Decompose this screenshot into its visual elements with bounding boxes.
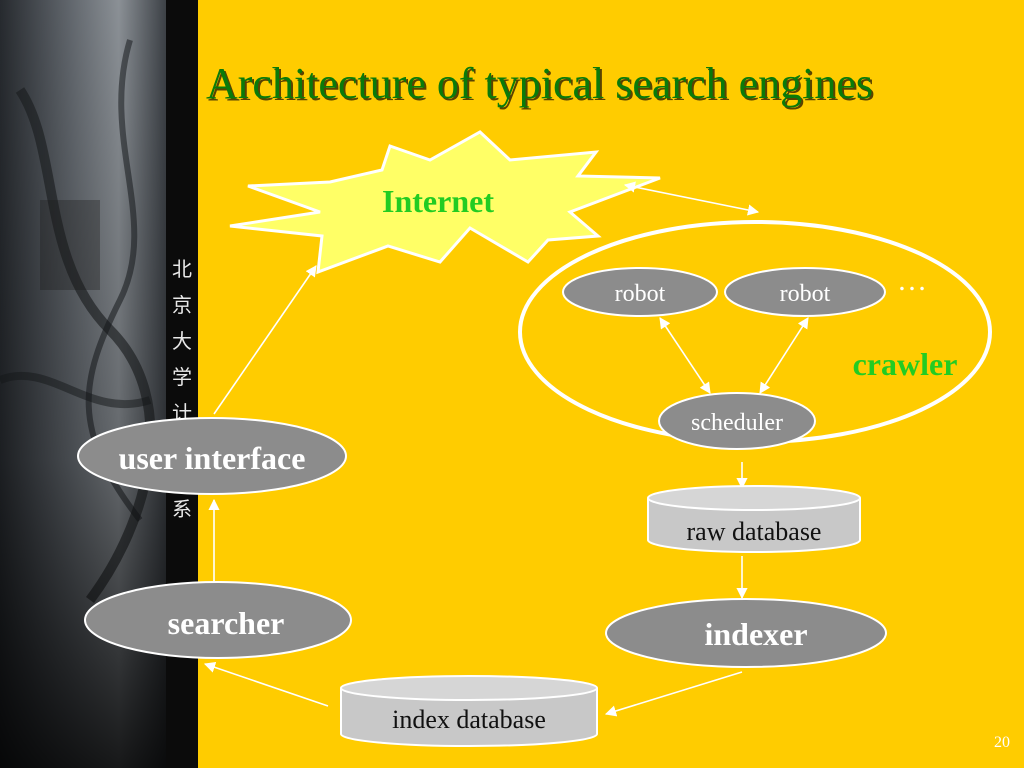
ellipsis-label: … <box>897 264 927 297</box>
raw-database-cylinder <box>647 485 861 553</box>
searcher-label: searcher <box>168 605 285 641</box>
internet-cloud-shape <box>229 130 661 275</box>
internet-label: Internet <box>382 183 494 219</box>
scheduler-node <box>658 392 816 450</box>
vertical-char: 学 <box>172 365 192 389</box>
index-database-label: index database <box>392 705 546 734</box>
user-interface-node <box>77 417 347 495</box>
vertical-char: 北 <box>172 257 192 281</box>
crawler-label: crawler <box>853 346 958 382</box>
scheduler-label: scheduler <box>691 410 783 436</box>
slide-title: Architecture of typical search engines <box>206 59 874 108</box>
slide-number: 20 <box>994 734 1010 751</box>
robot-label: robot <box>615 281 666 307</box>
ui-internet-link <box>213 265 317 415</box>
robot-label: robot <box>780 281 831 307</box>
robot-node <box>724 267 886 317</box>
robot-node <box>562 267 718 317</box>
robot1-scheduler-link <box>659 317 711 394</box>
vertical-char: 大 <box>172 329 192 353</box>
vertical-char: 京 <box>172 293 192 317</box>
indexer-node <box>605 598 887 668</box>
searcher-node <box>84 581 352 659</box>
internet-crawler-link <box>623 181 760 216</box>
vertical-char: 系 <box>172 497 192 521</box>
raw-database-label: raw database <box>687 517 822 546</box>
robot2-scheduler-link <box>759 317 809 394</box>
indexer-indexdb-link <box>604 671 743 717</box>
indexdb-searcher-link <box>203 661 329 707</box>
indexer-label: indexer <box>704 616 807 652</box>
user-interface-label: user interface <box>119 440 306 476</box>
index-database-cylinder <box>340 675 598 747</box>
